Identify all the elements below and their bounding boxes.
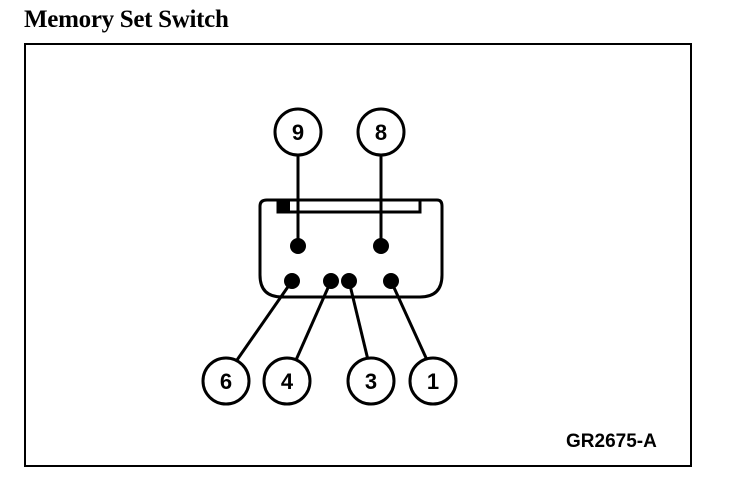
pin-dot-9 [290,238,306,254]
pin-label-4: 4 [281,369,294,394]
pin-dot-3 [341,273,357,289]
connector-body [258,198,444,299]
callout-pin-4: 4 [262,356,312,406]
connector-latch [278,201,290,211]
pin-label-6: 6 [220,369,232,394]
pin-dot-4 [323,273,339,289]
leader-line-3 [347,280,370,361]
callout-pin-8: 8 [356,107,406,157]
diagram-frame [24,43,692,467]
leader-line-1 [389,280,429,361]
figure-id: GR2675-A [566,431,657,452]
callout-pin-1: 1 [408,356,458,406]
diagram-title: Memory Set Switch [24,6,229,33]
pin-dot-6 [284,273,300,289]
pin-dot-1 [383,273,399,289]
leader-line-4 [294,280,333,361]
pin-label-3: 3 [365,369,377,394]
leader-line-6 [235,280,294,361]
pin-label-8: 8 [375,120,387,145]
callout-pin-6: 6 [201,356,251,406]
callout-pin-9: 9 [273,107,323,157]
callout-pin-3: 3 [346,356,396,406]
pin-label-1: 1 [427,369,439,394]
pin-label-9: 9 [292,120,304,145]
pin-dot-8 [373,238,389,254]
